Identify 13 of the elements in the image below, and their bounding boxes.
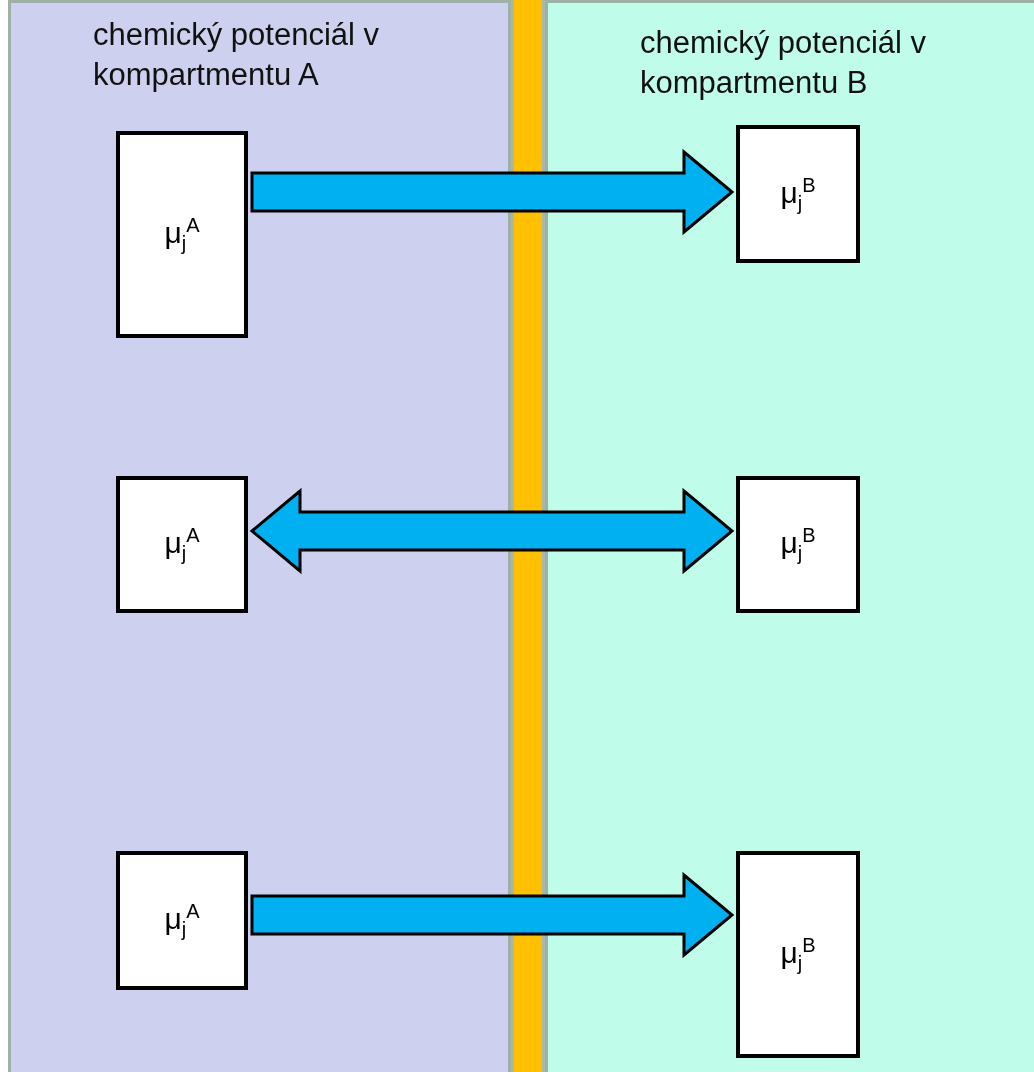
potential-box [116,131,248,338]
block-arrow [250,148,735,236]
potential-box [116,851,248,990]
compartment-panel [8,0,511,1072]
compartment-title: chemický potenciál v kompartmentu B [640,24,927,102]
block-arrow [249,487,735,575]
compartment-title: chemický potenciál v kompartmentu A [93,16,380,94]
potential-box [736,851,860,1058]
potential-box [116,476,248,613]
potential-box [736,476,860,613]
block-arrow [250,871,735,959]
compartment-panel [545,0,1034,1072]
potential-box [736,125,860,263]
